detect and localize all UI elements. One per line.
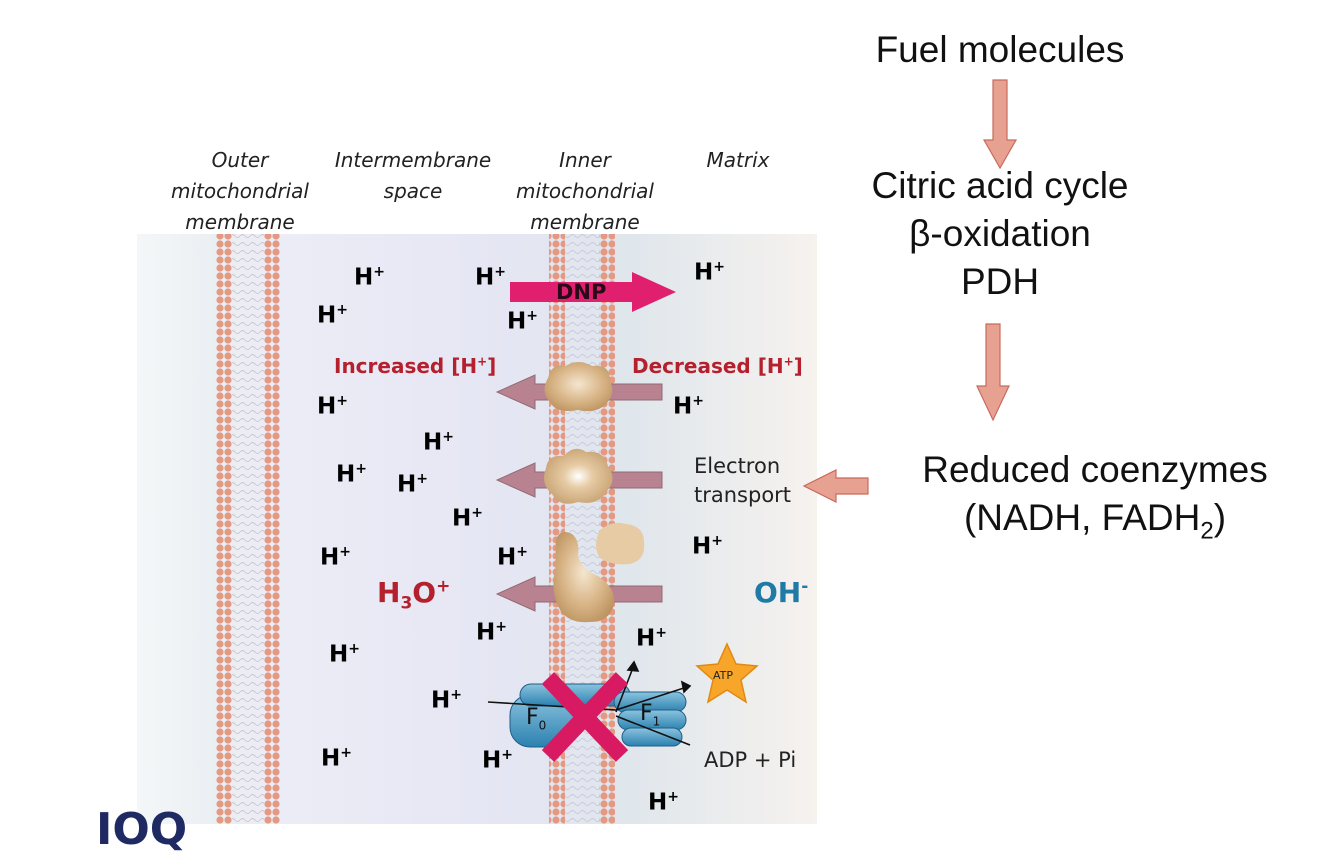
- header-outer-membrane: Outer mitochondrial membrane: [160, 145, 320, 238]
- increased-prefix: Increased [H: [334, 354, 478, 378]
- decreased-sup: +: [783, 354, 794, 369]
- hydroxide-sup: -: [801, 576, 809, 597]
- flow-citric-acid-cycle: Citric acid cycle: [871, 165, 1129, 206]
- header-inner-membrane: Inner mitochondrial membrane: [505, 145, 665, 238]
- increased-sup: +: [477, 354, 488, 369]
- inhibition-x: [541, 672, 629, 762]
- proton: H+: [329, 641, 360, 668]
- proton: H+: [431, 687, 462, 714]
- hydronium-sup: +: [436, 576, 451, 597]
- flow-reduced-line-2: (NADH, FADH2): [890, 494, 1300, 555]
- flow-beta-oxidation: β-oxidation: [909, 213, 1091, 254]
- decreased-suffix: ]: [793, 354, 803, 378]
- proton: H+: [476, 619, 507, 646]
- hydronium-h: H: [377, 576, 401, 609]
- header-outer-line-2: mitochondrial: [171, 179, 309, 203]
- proton: H+: [507, 308, 538, 335]
- f1-sub: 1: [652, 714, 661, 729]
- increased-suffix: ]: [487, 354, 497, 378]
- dnp-label: DNP: [556, 280, 607, 304]
- protein-complexes: [544, 362, 645, 623]
- f1-label: F1: [640, 701, 660, 728]
- f0-letter: F: [526, 705, 539, 730]
- proton: H+: [694, 259, 725, 286]
- increased-h-label: Increased [H+]: [334, 354, 496, 378]
- f1-letter: F: [640, 701, 653, 726]
- header-outer-line-3: membrane: [185, 210, 295, 234]
- flow-arrow-reduced-to-transport: [802, 469, 869, 503]
- hydronium-label: H3O+: [377, 576, 450, 614]
- flow-reduced-line-1: Reduced coenzymes: [922, 449, 1268, 490]
- proton: H+: [317, 302, 348, 329]
- electron-transport-label: Electron transport: [694, 452, 791, 510]
- proton: H+: [320, 544, 351, 571]
- header-inner-line-1: Inner: [559, 148, 611, 172]
- header-outer-line-1: Outer: [211, 148, 269, 172]
- proton: H+: [423, 429, 454, 456]
- atp-label: ATP: [713, 669, 734, 682]
- proton: H+: [397, 471, 428, 498]
- proton: H+: [321, 745, 352, 772]
- flow-reduced-suffix: ): [1213, 497, 1227, 538]
- hydroxide-label: OH-: [754, 576, 808, 609]
- header-intermembrane-line-2: space: [383, 179, 443, 203]
- hydronium-sub: 3: [400, 593, 413, 614]
- hydronium-o: O: [412, 576, 437, 609]
- header-intermembrane-line-1: Intermembrane: [334, 148, 492, 172]
- proton: H+: [317, 393, 348, 420]
- electron-transport-line-1: Electron: [694, 454, 781, 478]
- header-inner-line-2: mitochondrial: [516, 179, 654, 203]
- proton: H+: [497, 544, 528, 571]
- dnp-arrow: [510, 272, 676, 312]
- proton: H+: [336, 461, 367, 488]
- flow-pdh: PDH: [960, 261, 1040, 302]
- hydroxide-oh: OH: [754, 576, 802, 609]
- header-matrix: Matrix: [706, 148, 770, 172]
- proton: H+: [475, 264, 506, 291]
- flow-fuel-molecules: Fuel molecules: [875, 29, 1125, 70]
- flow-arrow-fuel-to-cycle: [982, 79, 1018, 170]
- proton: H+: [482, 747, 513, 774]
- logo: IOQ: [96, 804, 188, 855]
- flow-reduced-sub: 2: [1200, 517, 1214, 545]
- header-inner-line-3: membrane: [530, 210, 640, 234]
- outer-membrane: [216, 234, 280, 824]
- f0-sub: 0: [538, 718, 547, 733]
- proton: H+: [636, 625, 667, 652]
- proton: H+: [673, 393, 704, 420]
- flow-arrow-cycle-to-reduced: [976, 323, 1010, 422]
- f0-label: F0: [526, 705, 546, 732]
- decreased-h-label: Decreased [H+]: [632, 354, 803, 378]
- proton: H+: [452, 505, 483, 532]
- flow-reduced-prefix: (NADH, FADH: [963, 497, 1201, 538]
- flow-metabolic-pathways: Citric acid cycle β-oxidation PDH: [840, 162, 1160, 306]
- flow-arrows: [802, 79, 1018, 503]
- atp-star: [695, 642, 759, 704]
- decreased-prefix: Decreased [H: [632, 354, 784, 378]
- electron-transport-line-2: transport: [694, 483, 792, 507]
- flow-reduced-coenzymes: Reduced coenzymes (NADH, FADH2): [890, 446, 1300, 555]
- header-intermembrane-space: Intermembrane space: [328, 145, 498, 207]
- proton: H+: [354, 264, 385, 291]
- adp-pi-label: ADP + Pi: [704, 748, 797, 772]
- proton: H+: [648, 789, 679, 816]
- proton: H+: [692, 533, 723, 560]
